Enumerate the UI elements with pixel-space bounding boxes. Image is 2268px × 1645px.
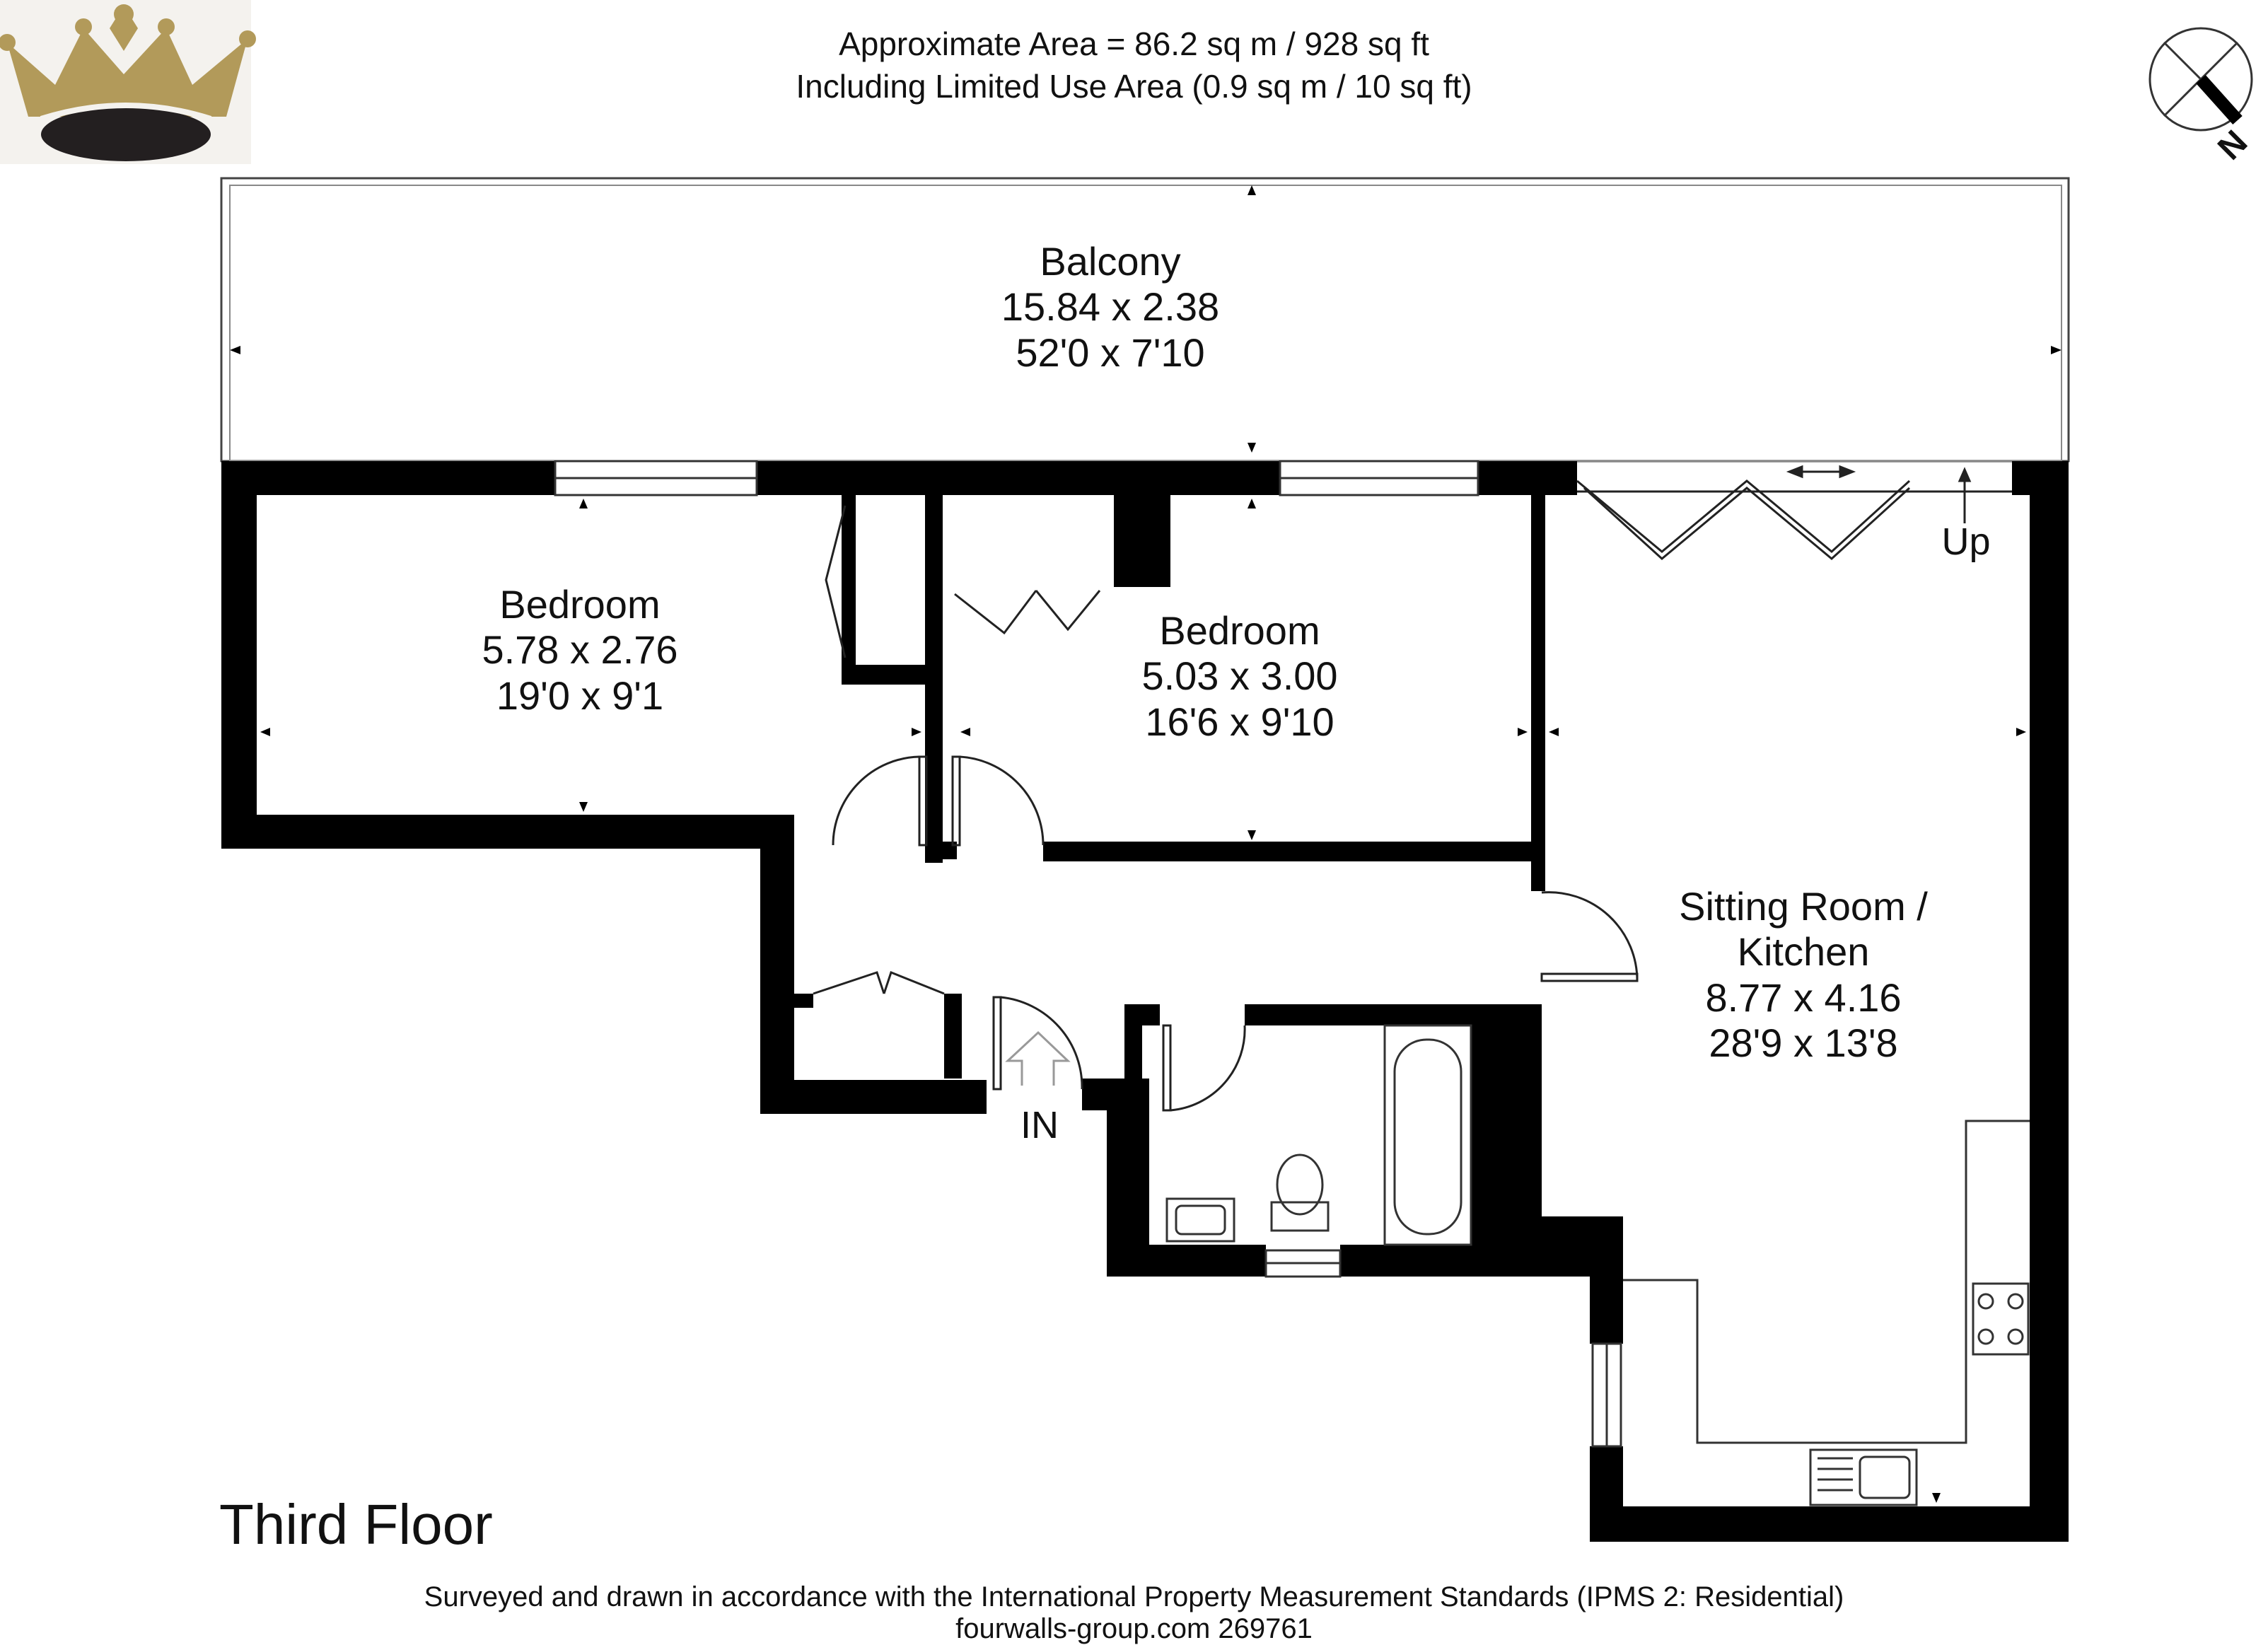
measurement-ticks (230, 185, 2061, 1503)
footer-standards-text: Surveyed and drawn in accordance with th… (424, 1581, 1844, 1612)
room-metric-size: 8.77 x 4.16 (1705, 975, 1902, 1020)
compass (2148, 27, 2253, 132)
room-imperial-size: 16'6 x 9'10 (1145, 699, 1334, 744)
room-name: Bedroom (1159, 608, 1320, 653)
sink-icon (1809, 1448, 1918, 1506)
floor-name: Third Floor (219, 1493, 493, 1556)
room-metric-size: 15.84 x 2.38 (1001, 284, 1220, 330)
bathroom-fixtures (1165, 1024, 1472, 1246)
room-metric-size: 5.78 x 2.76 (482, 627, 678, 673)
room-label-bedroom-2: Bedroom 5.03 x 3.00 16'6 x 9'10 (1098, 608, 1381, 745)
room-label-balcony: Balcony 15.84 x 2.38 52'0 x 7'10 (969, 239, 1252, 376)
room-imperial-size: 52'0 x 7'10 (1016, 330, 1205, 375)
stairs-up-arrow-icon (1958, 467, 1972, 523)
crown-logo-icon (0, 0, 256, 164)
footer-reference-text: fourwalls-group.com 269761 (955, 1613, 1313, 1644)
approximate-area-text: Approximate Area = 86.2 sq m / 928 sq ft (839, 25, 1429, 62)
limited-use-area-text: Including Limited Use Area (0.9 sq m / 1… (796, 68, 1472, 105)
toilet-icon (1270, 1201, 1330, 1232)
windows (554, 460, 1622, 1448)
entrance-label: IN (1020, 1104, 1059, 1146)
bathtub-icon (1383, 1024, 1472, 1246)
north-arrow-icon (2196, 74, 2243, 125)
entrance-arrow-icon (1005, 1030, 1071, 1086)
walls (221, 461, 2069, 1542)
room-name: Bedroom (499, 582, 661, 627)
stairs-up-label: Up (1941, 521, 1991, 563)
room-label-sitting-room-kitchen: Sitting Room / Kitchen 8.77 x 4.16 28'9 … (1627, 884, 1980, 1066)
room-imperial-size: 19'0 x 9'1 (496, 673, 664, 718)
room-metric-size: 5.03 x 3.00 (1141, 653, 1338, 699)
kitchen-units (1623, 1120, 2030, 1506)
room-name-line-2: Kitchen (1737, 929, 1870, 975)
room-name-line-1: Sitting Room / (1679, 884, 1928, 929)
doors[interactable] (813, 505, 1639, 1112)
room-imperial-size: 28'9 x 13'8 (1709, 1021, 1898, 1066)
basin-icon (1165, 1197, 1235, 1243)
bifold-balcony-doors[interactable] (1576, 465, 2012, 560)
room-name: Balcony (1040, 239, 1181, 284)
room-label-bedroom-1: Bedroom 5.78 x 2.76 19'0 x 9'1 (438, 582, 721, 719)
hob-icon (1972, 1282, 2030, 1356)
